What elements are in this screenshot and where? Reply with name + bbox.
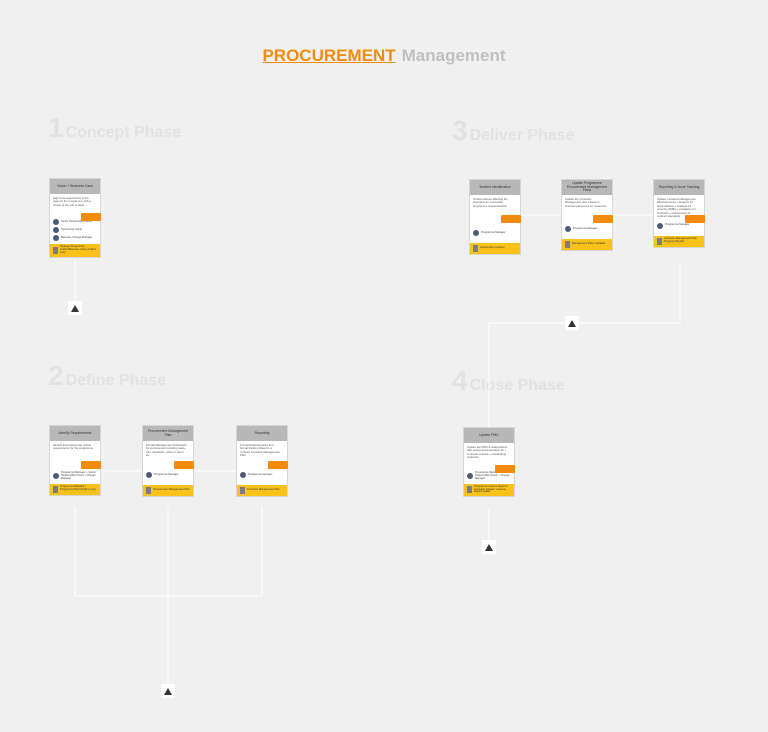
avatar-icon [53, 473, 59, 480]
avatar-icon [53, 227, 59, 233]
card-header: Reporting [237, 426, 287, 441]
card-description: Identify and explore the critical requir… [53, 443, 94, 451]
card-description: Formal Reporting links and format tracki… [240, 443, 280, 458]
deliverable-document: Procurement Management Plan [143, 485, 193, 496]
status-tag [685, 215, 705, 223]
document-icon [146, 487, 151, 494]
warning-triangle-icon [164, 687, 172, 695]
page-title: PROCUREMENT Management [0, 46, 768, 66]
assignee: Programme Manager + Senior Responsible O… [467, 471, 511, 481]
document-icon [467, 486, 472, 494]
deliverable-document: Programme Closure Reports / Contracts Cl… [464, 483, 514, 497]
card-header: Identify Requirements [50, 426, 100, 441]
assignee: Senior Responsible Owner [53, 219, 97, 225]
card-description: Update Contracts Management Plan/resourc… [657, 197, 696, 219]
warning-triangle-icon [71, 304, 79, 312]
task-card-reporting-issue-tracking[interactable]: Reporting & Issue Tracking Update Contra… [653, 179, 705, 248]
warning-triangle-icon [485, 543, 493, 551]
deliverable-document: Management Plans Updated [562, 239, 612, 250]
deliverable-document: Strategic Programme Outline/Business Cas… [50, 244, 100, 257]
deliverable-document: Contracts Management Plan [237, 485, 287, 496]
assignee: Programme Manager [565, 226, 609, 232]
assignee: Programme Manager [657, 222, 701, 229]
card-description: Update the PMO & stakeholders with revie… [467, 445, 508, 460]
card-description: Update the Contracts Management plan bas… [565, 197, 607, 208]
avatar-icon [473, 230, 479, 236]
card-header: Vision + Business Case [50, 179, 100, 194]
task-card-update-management-plans[interactable]: Update Programme Procurement Management … [561, 179, 613, 251]
document-icon [657, 237, 662, 245]
task-card-identify-requirements[interactable]: Identify Requirements Identify and explo… [49, 425, 101, 496]
document-icon [473, 245, 478, 252]
phase-heading-define: 2 Define Phase [48, 360, 166, 392]
phase-number: 4 [452, 365, 468, 396]
deliverable-document: Construction contract [470, 243, 520, 254]
assignee: Programme Manager [146, 472, 190, 478]
phase-heading-close: 4 Close Phase [452, 365, 565, 397]
deliverable-document: Contracts Management Plan Progress Repor… [654, 235, 704, 247]
warning-icon[interactable] [68, 301, 82, 315]
assignee: Programme Manager [240, 472, 284, 478]
assignee: Business Change Manager [53, 235, 97, 241]
phase-number: 3 [452, 115, 468, 146]
card-description: Formal Management Framework for procurem… [146, 443, 187, 458]
card-description: High level assessment of the case for th… [53, 196, 91, 207]
task-card-update-pmo[interactable]: Update PMO Update the PMO & stakeholders… [463, 427, 515, 498]
avatar-icon [53, 219, 59, 225]
task-card-reporting[interactable]: Reporting Formal Reporting links and for… [236, 425, 288, 497]
avatar-icon [467, 473, 473, 480]
warning-icon[interactable] [482, 540, 496, 554]
document-icon [53, 485, 58, 493]
status-tag [81, 461, 101, 469]
card-header: Procurement Management Plan [143, 426, 193, 441]
status-tag [501, 215, 521, 223]
card-header: Tenders Identification [470, 180, 520, 195]
card-header: Update Programme Procurement Management … [562, 180, 612, 195]
phase-number: 1 [48, 112, 64, 143]
title-secondary: Management [401, 46, 506, 65]
phase-name: Deliver Phase [469, 127, 575, 144]
document-icon [53, 246, 58, 254]
avatar-icon [565, 226, 571, 232]
warning-triangle-icon [568, 319, 576, 327]
document-icon [240, 487, 245, 494]
warning-icon[interactable] [161, 684, 175, 698]
card-description: Tenders/Issues affecting the Contracts f… [473, 197, 508, 208]
status-tag [174, 461, 194, 469]
document-icon [565, 241, 570, 248]
card-header: Update PMO [464, 428, 514, 443]
task-card-tenders-identification[interactable]: Tenders Identification Tenders/Issues af… [469, 179, 521, 255]
phase-name: Concept Phase [65, 124, 182, 141]
warning-icon[interactable] [565, 316, 579, 330]
avatar-icon [53, 235, 59, 241]
deliverable-document: Programme Mandate / Programme Brief (Out… [50, 483, 100, 495]
task-card-vision-business-case[interactable]: Vision + Business Case High level assess… [49, 178, 101, 258]
card-header: Reporting & Issue Tracking [654, 180, 704, 195]
task-card-procurement-management-plan[interactable]: Procurement Management Plan Formal Manag… [142, 425, 194, 497]
status-tag [81, 213, 101, 221]
title-main: PROCUREMENT [262, 46, 396, 65]
phase-heading-deliver: 3 Deliver Phase [452, 115, 575, 147]
avatar-icon [146, 472, 152, 478]
assignee: Programme Manager [473, 230, 517, 236]
assignee: Sponsoring Group [53, 227, 97, 233]
status-tag [593, 215, 613, 223]
phase-name: Close Phase [469, 377, 565, 394]
avatar-icon [240, 472, 246, 478]
avatar-icon [657, 222, 663, 229]
assignee: Programme Manager + Senior Responsible O… [53, 471, 97, 481]
phase-number: 2 [48, 360, 64, 391]
status-tag [268, 461, 288, 469]
phase-name: Define Phase [65, 372, 167, 389]
phase-heading-concept: 1 Concept Phase [48, 112, 181, 144]
status-tag [495, 465, 515, 473]
